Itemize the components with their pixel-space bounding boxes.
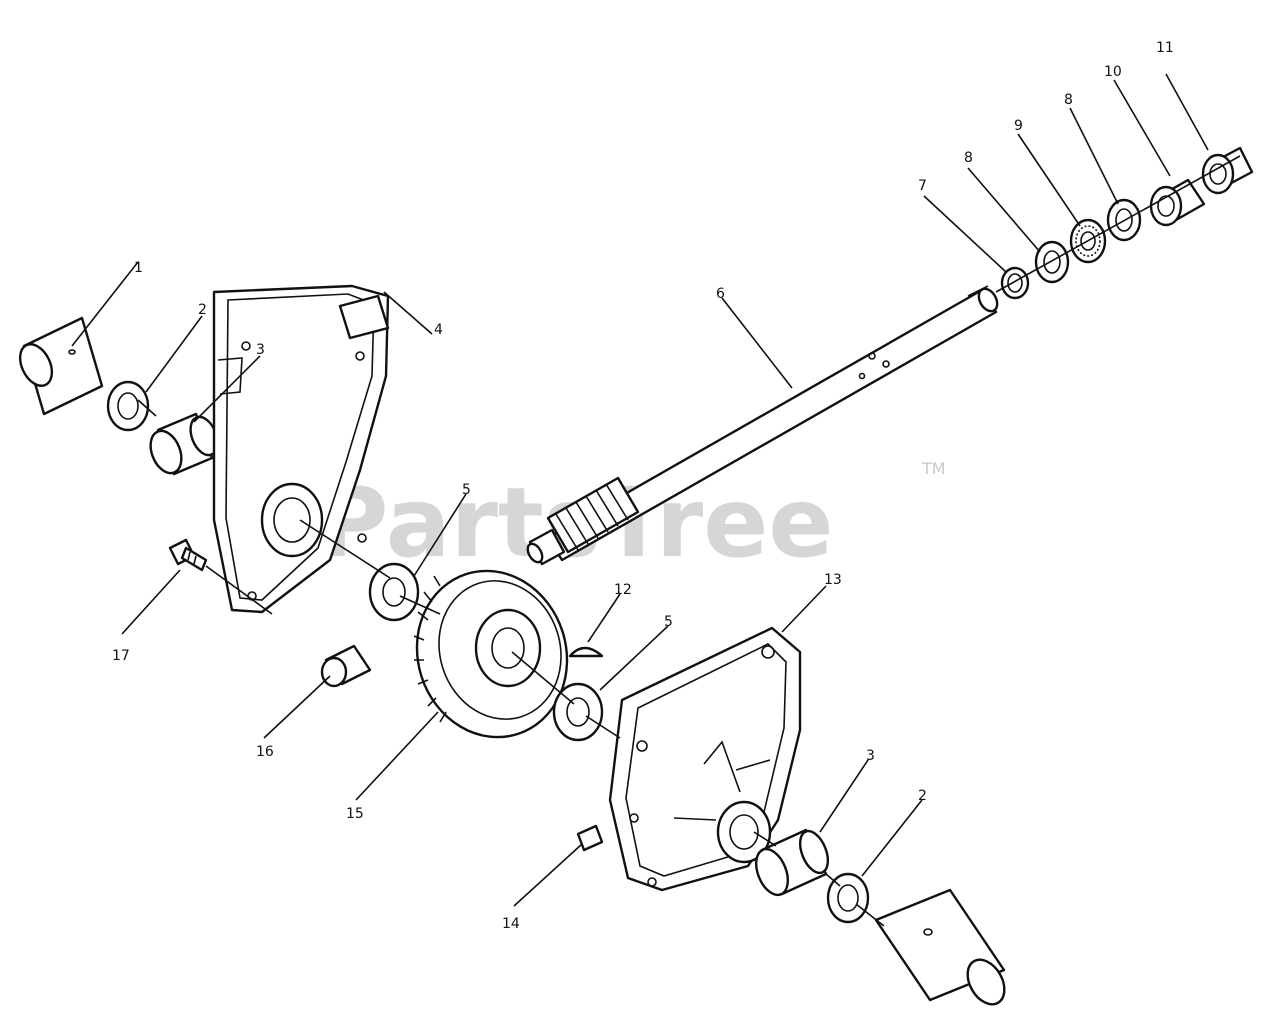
- callout-10: 10: [1104, 64, 1122, 80]
- callout-2: 2: [198, 302, 207, 318]
- callout-4: 4: [434, 322, 443, 338]
- spacer-part-16: [320, 644, 372, 688]
- callout-8: 8: [964, 150, 973, 166]
- callout-11: 11: [1156, 40, 1174, 56]
- bolt-part-17: [168, 538, 208, 572]
- callout-12: 12: [614, 582, 632, 598]
- pin-part-1: [18, 316, 104, 416]
- callout-2-second: 2: [918, 788, 927, 804]
- callout-14: 14: [502, 916, 520, 932]
- callout-7: 7: [918, 178, 927, 194]
- bushing-part-10: [1149, 178, 1206, 227]
- callout-3-second: 3: [866, 748, 875, 764]
- bushing-part-3a: [149, 412, 219, 476]
- callout-5: 5: [462, 482, 471, 498]
- washer-part-8a: [1034, 240, 1070, 284]
- washer-part-2a: [106, 380, 150, 432]
- gear-part-15: [413, 569, 569, 739]
- shaft-part-6: [526, 285, 999, 566]
- callout-6: 6: [716, 286, 725, 302]
- leader-lines: [71, 73, 1209, 927]
- clip-part-7: [1000, 266, 1030, 300]
- gear-case-part-13: [608, 626, 802, 892]
- pin-part-right: [874, 888, 1006, 1006]
- callout-5-second: 5: [664, 614, 673, 630]
- bushing-part-3b: [755, 828, 830, 897]
- callout-15: 15: [346, 806, 364, 822]
- washer-part-2b: [826, 872, 870, 924]
- callout-16: 16: [256, 744, 274, 760]
- watermark-trademark: TM: [921, 459, 946, 478]
- setscrew-part-14: [576, 824, 604, 852]
- callout-labels: 1 2 3 4 5 6 7 8 9 8 10 11 12 13 5 17 16 …: [112, 40, 1174, 932]
- callout-9: 9: [1014, 118, 1023, 134]
- callout-1: 1: [134, 260, 143, 276]
- callout-17: 17: [112, 648, 130, 664]
- bushing-part-11: [1201, 146, 1254, 195]
- callout-13: 13: [824, 572, 842, 588]
- callout-8-second: 8: [1064, 92, 1073, 108]
- washer-part-5a: [368, 562, 420, 622]
- callout-3: 3: [256, 342, 265, 358]
- assembly-axis-line: [995, 155, 1241, 293]
- key-part-12: [568, 646, 604, 658]
- gear-case-part-4: [212, 284, 390, 614]
